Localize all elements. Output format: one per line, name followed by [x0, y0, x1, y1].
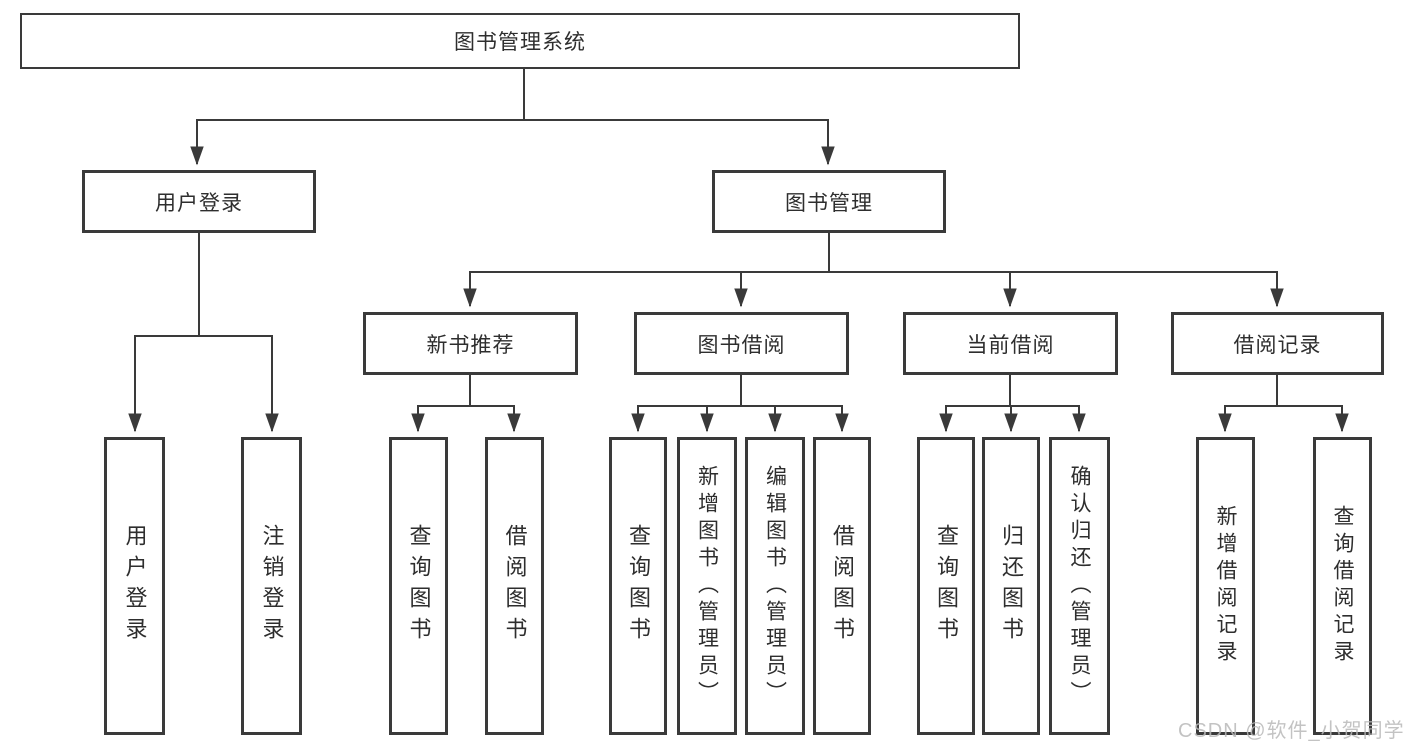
leaf-user-login-label: 用户登录 [122, 524, 148, 648]
node-current-borrow: 当前借阅 [903, 312, 1118, 375]
node-user-login-group: 用户登录 [82, 170, 316, 233]
node-new-book-recommend-label: 新书推荐 [426, 333, 515, 357]
node-user-login-group-label: 用户登录 [155, 191, 243, 215]
leaf-add-borrow-record-label: 新增借阅记录 [1214, 505, 1237, 667]
leaf-logout-label: 注销登录 [259, 524, 285, 648]
node-book-management: 图书管理 [712, 170, 946, 233]
leaf-recommend-borrow-books-label: 借阅图书 [502, 524, 528, 648]
leaf-confirm-return-admin-label: 确认归还（管理员） [1068, 464, 1091, 708]
leaf-borrow-query-books-label: 查询图书 [626, 524, 651, 648]
node-root-label: 图书管理系统 [454, 31, 586, 54]
node-borrow-records: 借阅记录 [1171, 312, 1384, 375]
leaf-edit-books-admin: 编辑图书（管理员） [745, 437, 805, 735]
node-current-borrow-label: 当前借阅 [966, 333, 1055, 357]
leaf-recommend-query-books: 查询图书 [389, 437, 448, 735]
leaf-query-borrow-record: 查询借阅记录 [1313, 437, 1372, 735]
leaf-add-borrow-record: 新增借阅记录 [1196, 437, 1255, 735]
leaf-recommend-query-books-label: 查询图书 [406, 524, 432, 648]
node-book-management-label: 图书管理 [785, 191, 873, 215]
node-new-book-recommend: 新书推荐 [363, 312, 578, 375]
node-root: 图书管理系统 [20, 13, 1020, 69]
leaf-edit-books-admin-label: 编辑图书（管理员） [763, 464, 787, 708]
leaf-borrow-books-label: 借阅图书 [830, 524, 855, 648]
leaf-logout: 注销登录 [241, 437, 302, 735]
leaf-add-books-admin-label: 新增图书（管理员） [695, 464, 719, 708]
leaf-add-books-admin: 新增图书（管理员） [677, 437, 737, 735]
leaf-current-query-books-label: 查询图书 [934, 524, 959, 648]
leaf-return-books: 归还图书 [982, 437, 1040, 735]
leaf-confirm-return-admin: 确认归还（管理员） [1049, 437, 1110, 735]
leaf-borrow-query-books: 查询图书 [609, 437, 667, 735]
leaf-return-books-label: 归还图书 [999, 524, 1024, 648]
leaf-recommend-borrow-books: 借阅图书 [485, 437, 544, 735]
node-book-borrow-label: 图书借阅 [697, 333, 786, 357]
leaf-current-query-books: 查询图书 [917, 437, 975, 735]
csdn-watermark: CSDN @软件_小贺同学 [1178, 720, 1405, 742]
leaf-user-login: 用户登录 [104, 437, 165, 735]
node-borrow-records-label: 借阅记录 [1233, 333, 1322, 357]
leaf-query-borrow-record-label: 查询借阅记录 [1331, 505, 1354, 667]
leaf-borrow-books: 借阅图书 [813, 437, 871, 735]
node-book-borrow: 图书借阅 [634, 312, 849, 375]
